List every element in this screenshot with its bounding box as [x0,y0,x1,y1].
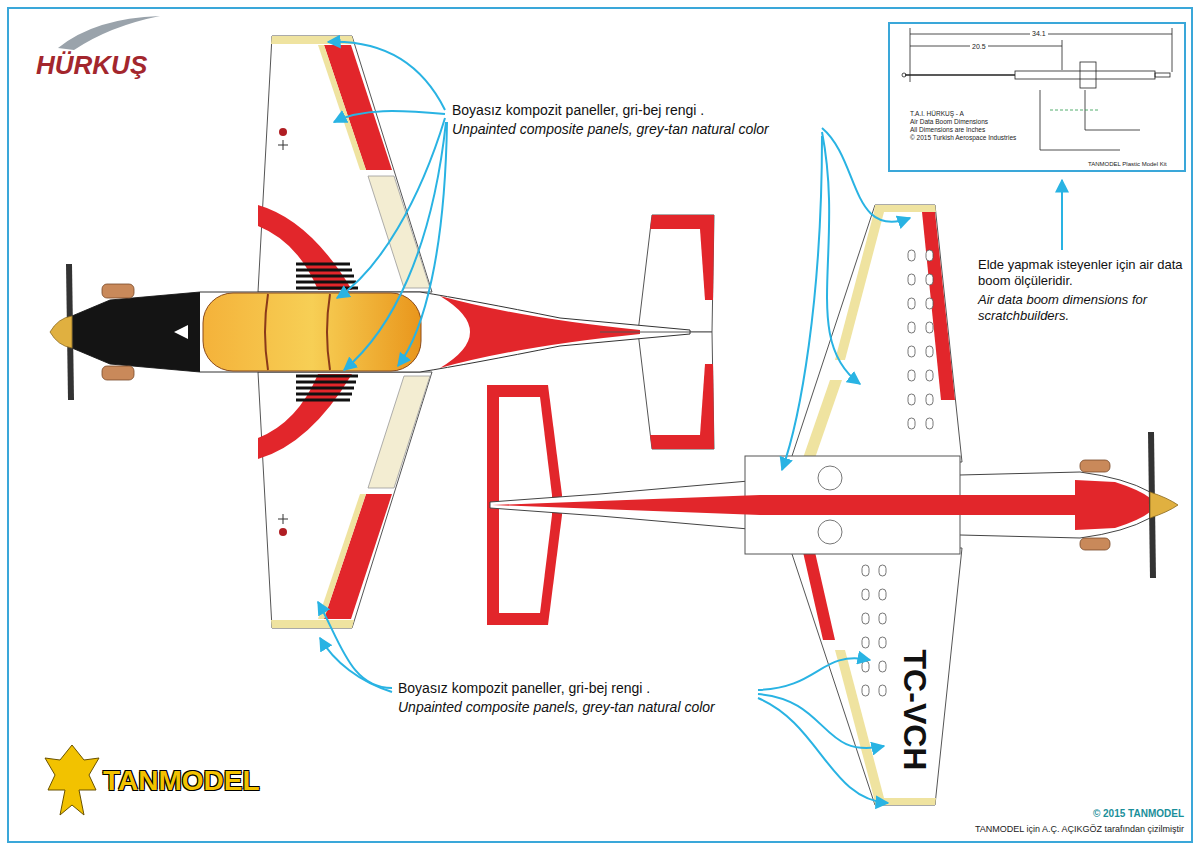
store-marking [926,274,933,285]
store-marking [862,661,869,672]
callout-note-english: Air data boom dimensions for scratchbuil… [978,292,1178,323]
store-marking [862,613,869,624]
inset-note: TANMODEL Plastic Model Kit [1088,161,1167,168]
store-marking [908,370,915,381]
store-marking [926,346,933,357]
credit-note: TANMODEL için A.Ç. AÇIKGÖZ tarafından çi… [975,824,1184,835]
inset-note: Air Data Boom Dimensions [910,118,988,126]
store-marking [908,394,915,405]
store-marking [908,418,915,429]
store-marking [879,637,886,648]
callout-note: Boyasız kompozit paneller, gri-bej rengi… [452,102,704,119]
callout-note: Elde yapmak isteyenler için air data boo… [978,257,1183,288]
store-marking [908,322,915,333]
store-marking [879,661,886,672]
registration-marking: TC-VCH [896,650,934,771]
store-marking [879,565,886,576]
store-marking [926,322,933,333]
store-marking [862,589,869,600]
copyright-note: © 2015 TANMODEL [1093,808,1184,820]
store-marking [862,685,869,696]
inset-note: All Dimensions are Inches [910,126,985,134]
store-marking [879,613,886,624]
dimension-value: 20.5 [970,43,988,51]
callout-note-english: Unpainted composite panels, grey-tan nat… [398,699,715,716]
store-marking [926,394,933,405]
store-marking [926,370,933,381]
brand-logo-text: HÜRKUŞ [36,50,147,81]
store-marking [862,565,869,576]
dimension-value: 34.1 [1030,30,1048,38]
callout-note: Boyasız kompozit paneller, gri-bej rengi… [398,680,650,697]
store-marking [926,250,933,261]
callout-note-english: Unpainted composite panels, grey-tan nat… [452,121,769,138]
store-marking [908,250,915,261]
maker-logo-text: TANMODEL [103,764,260,798]
store-marking [862,637,869,648]
inset-panel: 34.1 20.5T.A.I. HÜRKUŞ - AAir Data Boom D… [888,22,1186,172]
store-marking [908,346,915,357]
store-marking [879,589,886,600]
inset-note: T.A.I. HÜRKUŞ - A [910,110,964,118]
store-marking [926,298,933,309]
inset-note: © 2015 Turkish Aerospace Industries [910,134,1016,142]
store-marking [908,298,915,309]
store-marking [926,418,933,429]
store-marking [879,685,886,696]
store-marking [908,274,915,285]
